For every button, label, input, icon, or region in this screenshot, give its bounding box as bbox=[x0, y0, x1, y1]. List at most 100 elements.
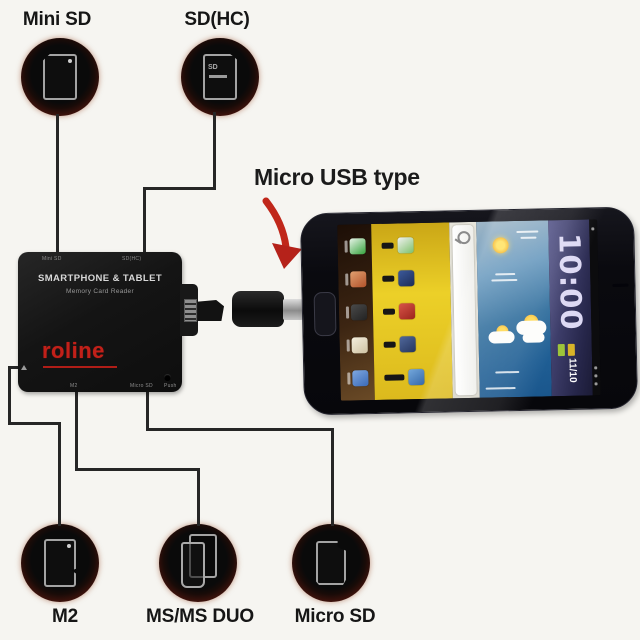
ms-ms-duo-callout-badge bbox=[159, 524, 237, 602]
connector-line-ms-v2 bbox=[197, 468, 200, 526]
search-widget-zone bbox=[449, 221, 480, 399]
corner-mark-icon bbox=[21, 365, 27, 370]
sd-hc-callout-badge: SD bbox=[181, 38, 259, 116]
status-icon bbox=[594, 374, 598, 378]
micro-sd-callout-badge bbox=[292, 524, 370, 602]
connector-line-sd-hc-v1 bbox=[213, 112, 216, 190]
reader-title: SMARTPHONE & TABLET bbox=[37, 273, 163, 284]
mini-sd-label: Mini SD bbox=[22, 9, 92, 30]
m2-label: M2 bbox=[52, 606, 78, 627]
connector-line-m2-h2 bbox=[8, 422, 61, 425]
card-dot bbox=[67, 544, 71, 548]
slot-label-bottom-push: Push bbox=[164, 383, 177, 389]
ms-ms-duo-label: MS/MS DUO bbox=[146, 606, 254, 627]
slot-label-bottom-m2: M2 bbox=[70, 383, 78, 389]
connector-line-m2-h1 bbox=[8, 366, 22, 369]
app-icon bbox=[408, 368, 425, 385]
app-label bbox=[381, 242, 394, 250]
slot-label-top-left: Mini SD bbox=[42, 256, 62, 262]
apps-grid-icon bbox=[351, 369, 369, 387]
card-dot bbox=[68, 59, 72, 63]
app-label bbox=[344, 240, 348, 253]
weather-text-line bbox=[520, 236, 537, 239]
battery-icon bbox=[594, 382, 598, 386]
earpiece-slit bbox=[612, 283, 629, 287]
led-indicator bbox=[164, 374, 171, 381]
weather-text-line bbox=[491, 278, 518, 282]
sd-card-icon: SD bbox=[203, 54, 237, 100]
weather-text-line bbox=[495, 370, 520, 374]
cloud-icon bbox=[488, 331, 515, 344]
memo-app-icon bbox=[350, 304, 367, 321]
app-label bbox=[345, 306, 349, 319]
card-reader-device: Mini SD SD(HC) SMARTPHONE & TABLET Memor… bbox=[18, 252, 182, 392]
clock-time: 10:00 bbox=[551, 232, 588, 331]
day-badge bbox=[557, 344, 565, 357]
connector-line-ms-h bbox=[75, 468, 200, 471]
app-icon bbox=[398, 303, 416, 320]
sd-logo-text: SD bbox=[208, 64, 218, 71]
clock-widget: 10:00 11/10 bbox=[548, 219, 593, 397]
contacts-app-icon bbox=[349, 271, 366, 288]
micro-sd-card-icon bbox=[316, 541, 346, 585]
weather-text-line bbox=[495, 273, 516, 276]
home-screen-icons bbox=[371, 222, 453, 400]
red-curved-arrow-icon bbox=[262, 197, 302, 269]
micro-usb-type-label: Micro USB type bbox=[254, 164, 420, 190]
weather-widget bbox=[476, 220, 552, 398]
connector-line-m2-v1 bbox=[8, 366, 11, 424]
app-label bbox=[383, 341, 396, 348]
clock-date: 11/10 bbox=[566, 358, 578, 383]
connector-line-microsd-v2 bbox=[331, 428, 334, 526]
micro-usb-metal-tip bbox=[283, 299, 303, 320]
ms-card-front bbox=[181, 542, 205, 588]
connector-line-m2-v2 bbox=[58, 422, 61, 526]
brand-underline bbox=[43, 366, 117, 368]
app-icon bbox=[399, 335, 416, 353]
magnifier-icon bbox=[457, 230, 471, 245]
home-button bbox=[313, 291, 337, 337]
app-label bbox=[344, 273, 348, 286]
search-widget bbox=[452, 224, 477, 396]
ms-ms-duo-card-icon bbox=[181, 534, 217, 588]
slot-label-bottom-microsd: Micro SD bbox=[130, 383, 153, 389]
sd-card-stripe bbox=[209, 75, 227, 78]
dock-column bbox=[337, 224, 375, 401]
mini-sd-card-icon bbox=[43, 54, 77, 100]
connector-line-sd-hc-v2 bbox=[143, 187, 146, 252]
app-label bbox=[382, 308, 396, 315]
phone-app-icon bbox=[348, 238, 366, 255]
micro-sd-label: Micro SD bbox=[294, 606, 376, 627]
reader-plug bbox=[198, 300, 224, 321]
app-label bbox=[346, 372, 351, 385]
micro-usb-plug bbox=[232, 291, 284, 327]
day-badge bbox=[567, 343, 575, 356]
brand-logo: roline bbox=[42, 338, 105, 363]
connector-line-ms-v1 bbox=[75, 392, 78, 470]
cloud-icon bbox=[522, 332, 545, 343]
connector-line-microsd-v1 bbox=[146, 392, 149, 431]
phone-screen: 10:00 11/10 bbox=[337, 219, 601, 401]
app-icon bbox=[398, 270, 415, 287]
widget-label bbox=[384, 373, 405, 381]
sd-hc-label: SD(HC) bbox=[184, 9, 250, 30]
app-label bbox=[346, 339, 350, 352]
connector-line-sd-hc-h bbox=[143, 187, 216, 190]
smartphone: 10:00 11/10 bbox=[299, 206, 639, 416]
m2-callout-badge bbox=[21, 524, 99, 602]
app-icon bbox=[397, 237, 414, 254]
slot-label-top-right: SD(HC) bbox=[122, 256, 142, 262]
weather-text-line bbox=[485, 387, 516, 390]
m2-card-icon bbox=[44, 539, 76, 587]
sun-icon bbox=[492, 237, 509, 254]
connector-line-microsd-h bbox=[146, 428, 334, 431]
connector-line-mini-sd bbox=[56, 114, 59, 252]
reader-subtitle: Memory Card Reader bbox=[66, 288, 134, 295]
status-icon bbox=[594, 366, 598, 370]
status-icon bbox=[591, 227, 595, 231]
usb-contacts-icon bbox=[184, 299, 197, 322]
mail-app-icon bbox=[351, 336, 368, 354]
app-label bbox=[382, 275, 395, 282]
mini-sd-callout-badge bbox=[21, 38, 99, 116]
